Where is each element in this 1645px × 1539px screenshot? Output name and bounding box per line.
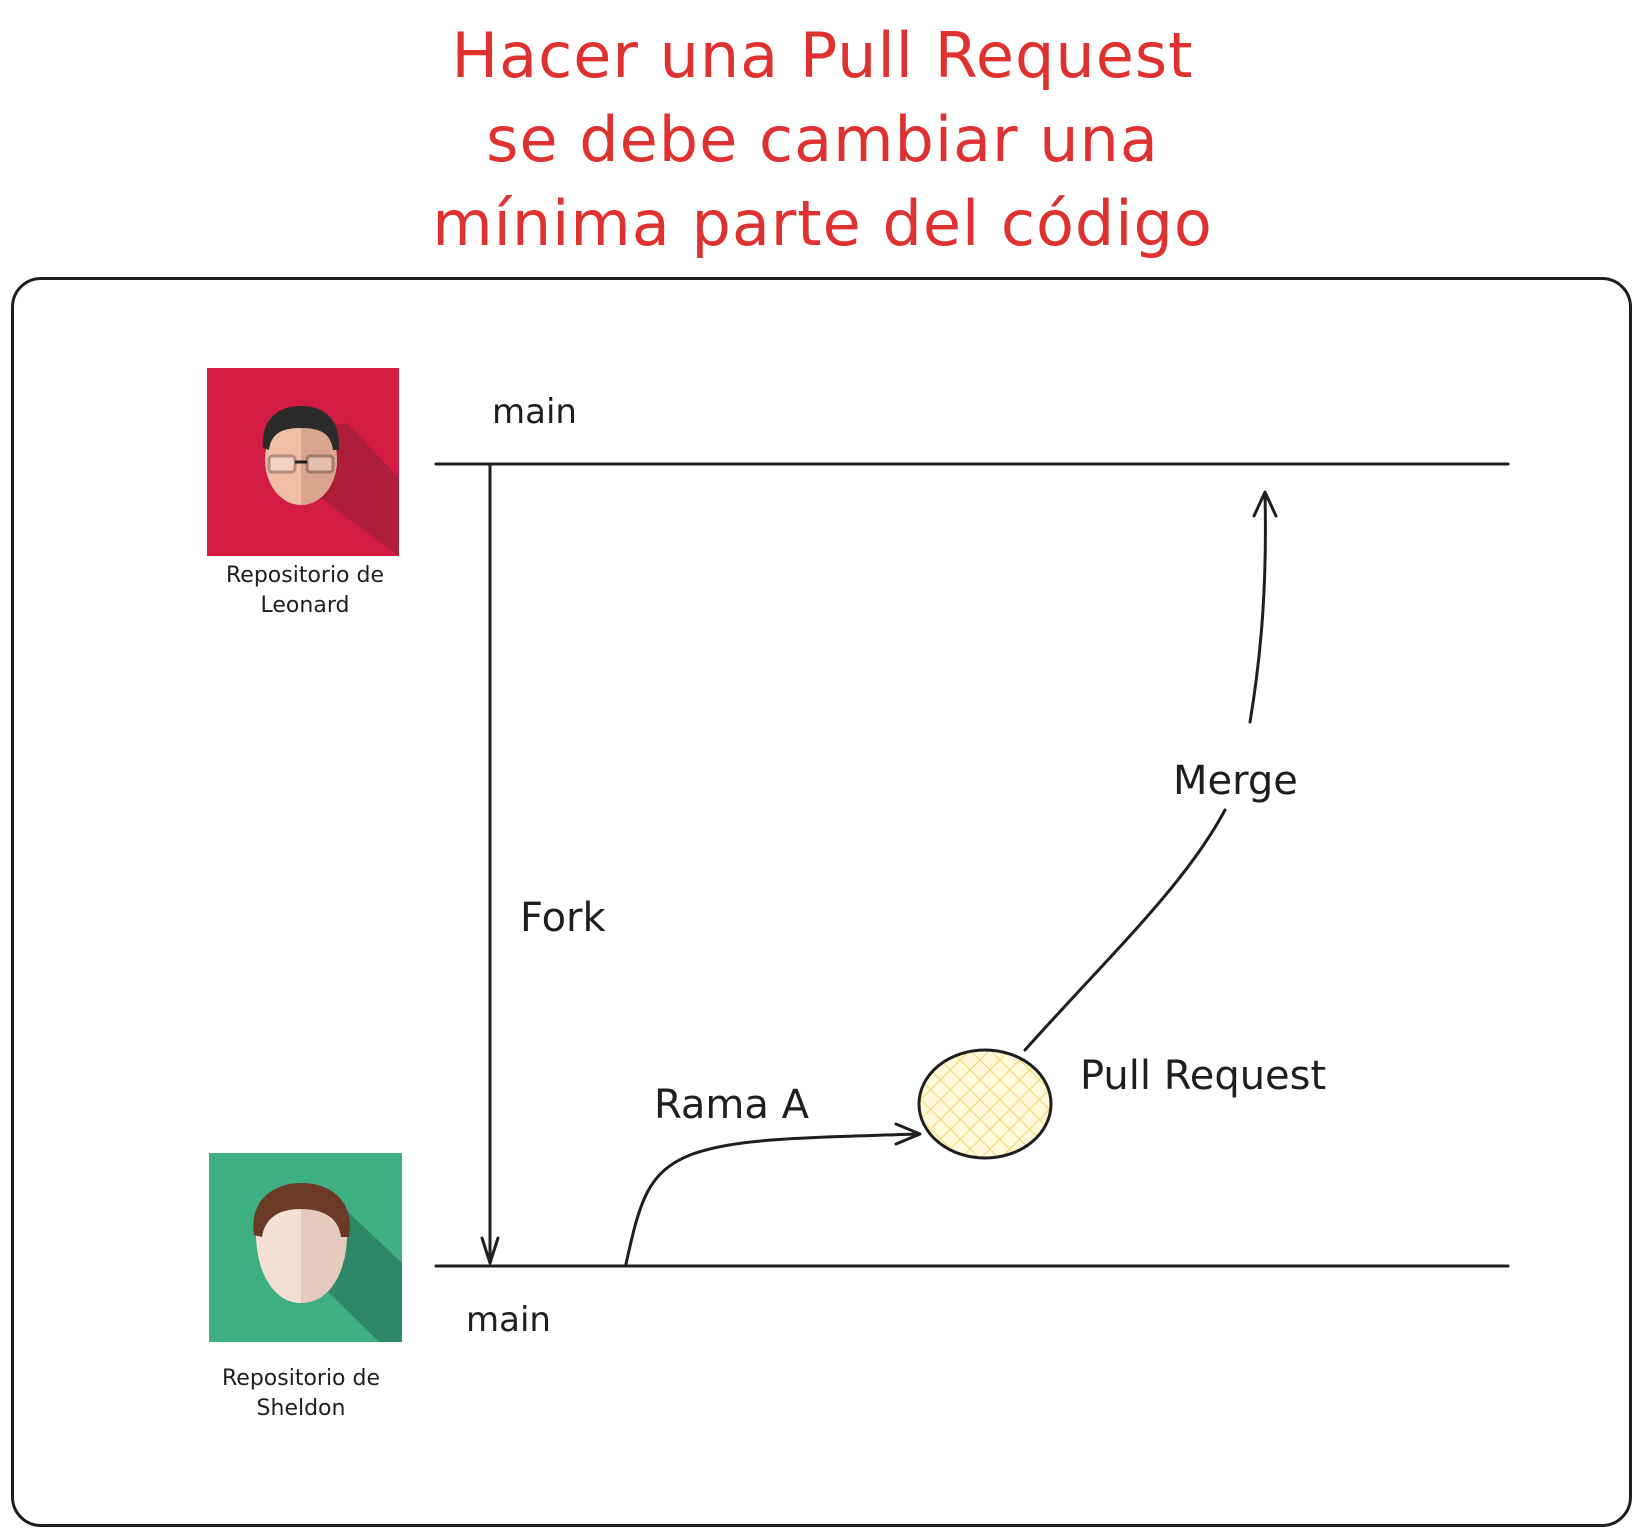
leonard-caption-line-1: Repositorio de — [225, 563, 385, 588]
pull-request-node-hatch — [917, 1048, 1053, 1160]
diagram-title: Hacer una Pull Request se debe cambiar u… — [0, 14, 1645, 266]
sheldon-avatar — [209, 1153, 402, 1342]
sheldon-repo-caption: Repositorio de Sheldon — [201, 1364, 401, 1424]
title-line-1: Hacer una Pull Request — [451, 19, 1194, 92]
diagram-frame — [11, 277, 1632, 1527]
leonard-caption-line-2: Leonard — [260, 593, 350, 618]
merge-label: Merge — [1173, 758, 1298, 804]
sheldon-branch-label: main — [466, 1300, 551, 1340]
merge-arrow — [1023, 490, 1278, 1052]
fork-arrow — [480, 464, 500, 1265]
leonard-branch-label: main — [492, 392, 577, 432]
pull-request-label: Pull Request — [1080, 1053, 1327, 1099]
branch-a-label: Rama A — [654, 1082, 809, 1128]
branch-a-arrow — [624, 1122, 922, 1266]
fork-label: Fork — [520, 895, 606, 941]
leonard-avatar — [207, 368, 399, 556]
title-line-3: mínima parte del código — [432, 187, 1213, 260]
sheldon-caption-line-1: Repositorio de — [221, 1366, 381, 1391]
title-line-2: se debe cambiar una — [486, 103, 1159, 176]
sheldon-caption-line-2: Sheldon — [256, 1396, 346, 1421]
sheldon-face-icon — [209, 1153, 402, 1342]
leonard-repo-caption: Repositorio de Leonard — [205, 561, 405, 621]
leonard-face-icon — [207, 368, 399, 556]
